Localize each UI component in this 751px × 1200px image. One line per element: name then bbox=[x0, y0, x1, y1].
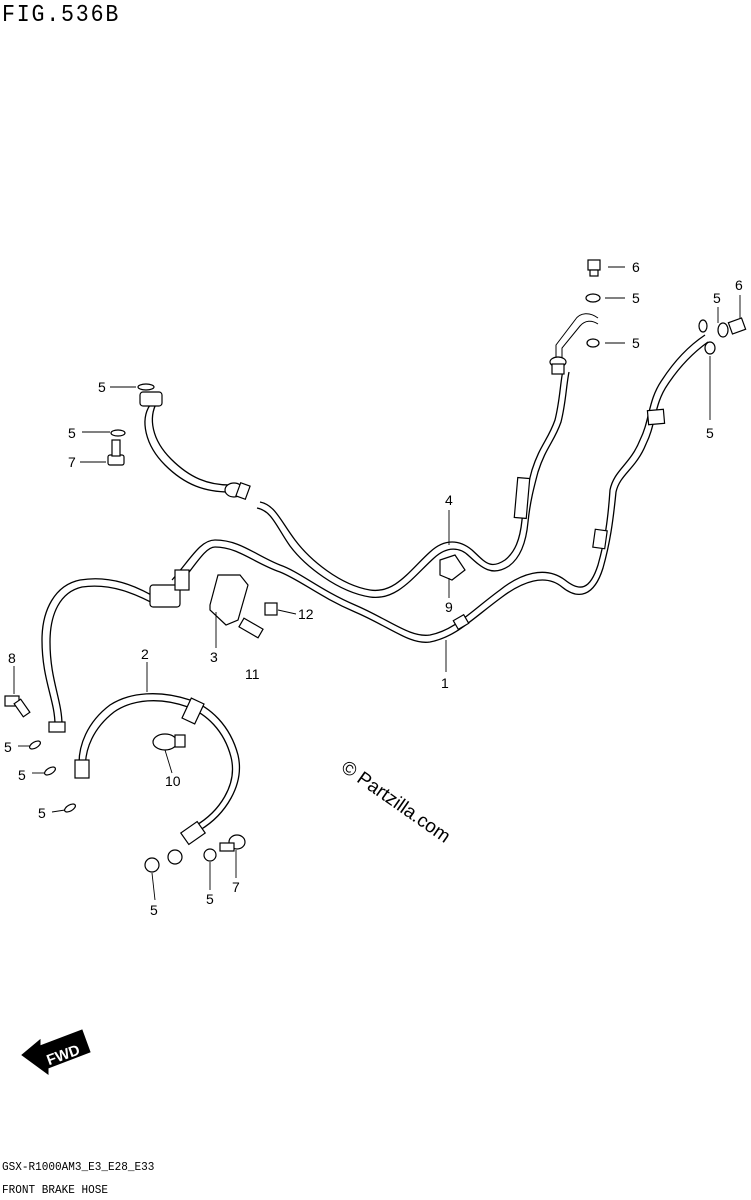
callout-5: 5 bbox=[706, 425, 714, 441]
callout-10: 10 bbox=[165, 773, 181, 789]
hose-left-lower[interactable] bbox=[41, 569, 190, 733]
hose-left-upper[interactable] bbox=[139, 391, 251, 501]
union-bottom[interactable] bbox=[167, 849, 183, 865]
callout-3: 3 bbox=[210, 649, 218, 665]
callouts: 6 5 5 6 5 5 5 5 7 4 9 12 3 11 1 2 8 5 5 … bbox=[4, 259, 743, 918]
callout-5: 5 bbox=[18, 767, 26, 783]
washer-5-group[interactable] bbox=[28, 293, 716, 873]
callout-5: 5 bbox=[98, 379, 106, 395]
callout-8: 8 bbox=[8, 650, 16, 666]
bolt-12[interactable] bbox=[264, 602, 278, 616]
hose-2[interactable] bbox=[74, 693, 240, 846]
callout-11: 11 bbox=[245, 666, 260, 682]
callout-5: 5 bbox=[713, 290, 721, 306]
hose-4[interactable] bbox=[256, 313, 599, 599]
watermark: © Partzilla.com bbox=[337, 757, 454, 848]
fwd-arrow-icon: FWD bbox=[21, 1029, 91, 1075]
leader-lines bbox=[13, 266, 741, 901]
callout-5: 5 bbox=[38, 805, 46, 821]
bolt-7-bottom[interactable] bbox=[219, 834, 246, 852]
callout-5: 5 bbox=[4, 739, 12, 755]
callout-6-top: 6 bbox=[632, 259, 640, 275]
bolt-8[interactable] bbox=[4, 695, 31, 718]
callout-5: 5 bbox=[206, 891, 214, 907]
callout-6-right: 6 bbox=[735, 277, 743, 293]
callout-4: 4 bbox=[445, 492, 453, 508]
figure-code: GSX-R1000AM3_E3_E28_E33 bbox=[2, 1160, 155, 1174]
figure-caption: FRONT BRAKE HOSE bbox=[2, 1183, 109, 1197]
clamp-9[interactable] bbox=[439, 554, 466, 581]
callout-12: 12 bbox=[298, 606, 314, 622]
callout-7: 7 bbox=[68, 454, 76, 470]
figure-title: FIG.536B bbox=[2, 2, 121, 29]
bolt-7-left[interactable] bbox=[107, 439, 125, 466]
callout-5: 5 bbox=[68, 425, 76, 441]
banjo-bolt-6-upper[interactable] bbox=[587, 259, 601, 277]
callout-5: 5 bbox=[632, 335, 640, 351]
callout-7: 7 bbox=[232, 879, 240, 895]
hose-1[interactable] bbox=[171, 334, 709, 643]
clamp-10[interactable] bbox=[152, 733, 186, 751]
callout-2: 2 bbox=[141, 646, 149, 662]
bracket-3[interactable] bbox=[209, 574, 264, 639]
banjo-bolt-6-right[interactable] bbox=[717, 317, 747, 338]
callout-9: 9 bbox=[445, 599, 453, 615]
callout-5: 5 bbox=[150, 902, 158, 918]
callout-1: 1 bbox=[441, 675, 449, 691]
callout-5: 5 bbox=[632, 290, 640, 306]
